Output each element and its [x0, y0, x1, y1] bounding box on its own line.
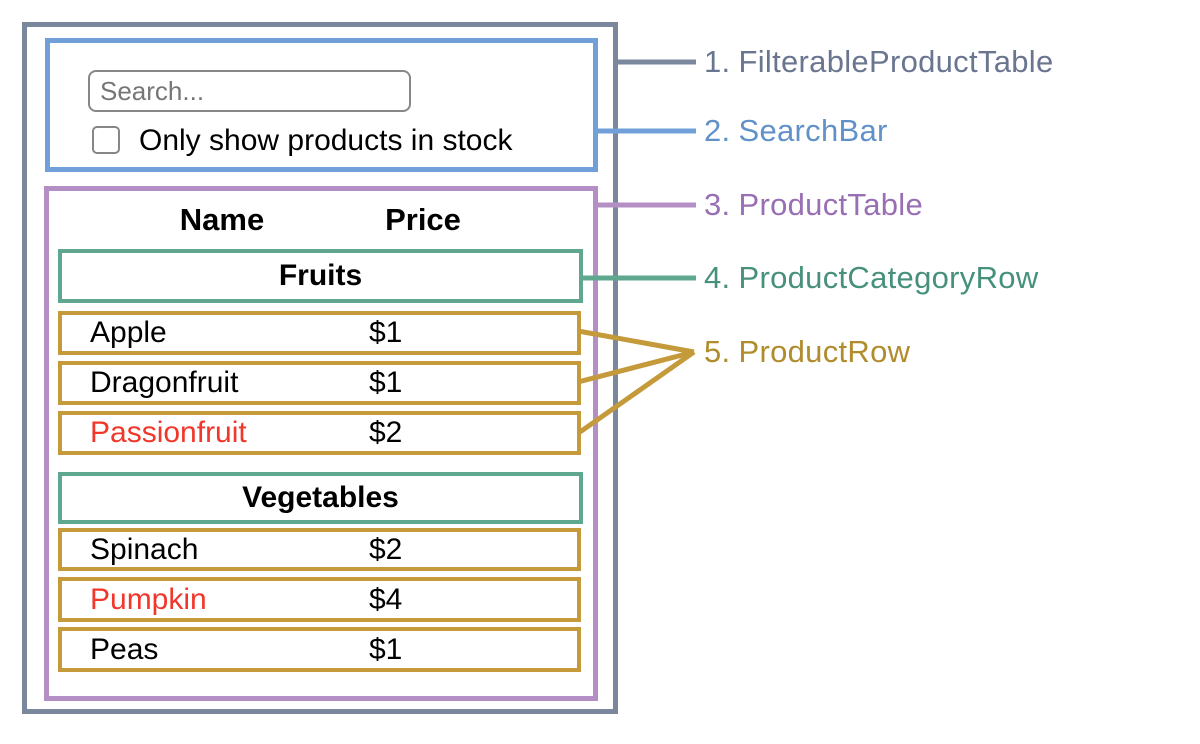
annotation-number: 1.: [704, 44, 731, 79]
annotation-search-bar: 2.SearchBar: [704, 111, 888, 151]
in-stock-checkbox-label: Only show products in stock: [139, 124, 513, 157]
annotation-number: 2.: [704, 113, 731, 148]
product-row: Pumpkin $4: [58, 577, 581, 622]
category-label: Vegetables: [242, 481, 399, 514]
column-header-price: Price: [385, 202, 461, 237]
product-name: Apple: [90, 316, 167, 349]
annotation-number: 3.: [704, 187, 731, 222]
annotation-product-row: 5.ProductRow: [704, 332, 910, 372]
annotation-label: ProductTable: [738, 187, 924, 222]
product-name: Dragonfruit: [90, 366, 239, 399]
annotation-product-table: 3.ProductTable: [704, 185, 923, 225]
product-row: Passionfruit $2: [58, 411, 581, 455]
annotation-product-category-row: 4.ProductCategoryRow: [704, 258, 1039, 298]
product-price: $2: [369, 532, 403, 566]
product-row: Peas $1: [58, 627, 581, 672]
category-row-fruits: Fruits: [58, 249, 583, 303]
product-price: $1: [369, 366, 403, 399]
category-label: Fruits: [278, 259, 363, 292]
annotation-label: ProductRow: [738, 334, 911, 369]
column-header-name: Name: [179, 202, 265, 237]
product-name: Spinach: [90, 532, 199, 566]
search-input[interactable]: [88, 70, 411, 112]
product-row: Apple $1: [58, 311, 581, 355]
annotation-filterable-product-table: 1.FilterableProductTable: [704, 42, 1054, 82]
annotation-number: 5.: [704, 334, 731, 369]
annotation-label: SearchBar: [738, 113, 888, 148]
product-row: Spinach $2: [58, 528, 581, 571]
product-row: Dragonfruit $1: [58, 361, 581, 405]
product-name: Passionfruit: [90, 416, 247, 449]
annotation-label: ProductCategoryRow: [738, 260, 1039, 295]
product-price: $2: [369, 416, 403, 449]
product-name: Peas: [90, 632, 159, 666]
annotation-label: FilterableProductTable: [738, 44, 1054, 79]
annotation-number: 4.: [704, 260, 731, 295]
in-stock-checkbox[interactable]: [92, 126, 120, 154]
product-name: Pumpkin: [90, 582, 207, 616]
category-row-vegetables: Vegetables: [58, 472, 583, 524]
product-price: $1: [369, 316, 403, 349]
product-price: $1: [369, 632, 403, 666]
product-price: $4: [369, 582, 403, 616]
